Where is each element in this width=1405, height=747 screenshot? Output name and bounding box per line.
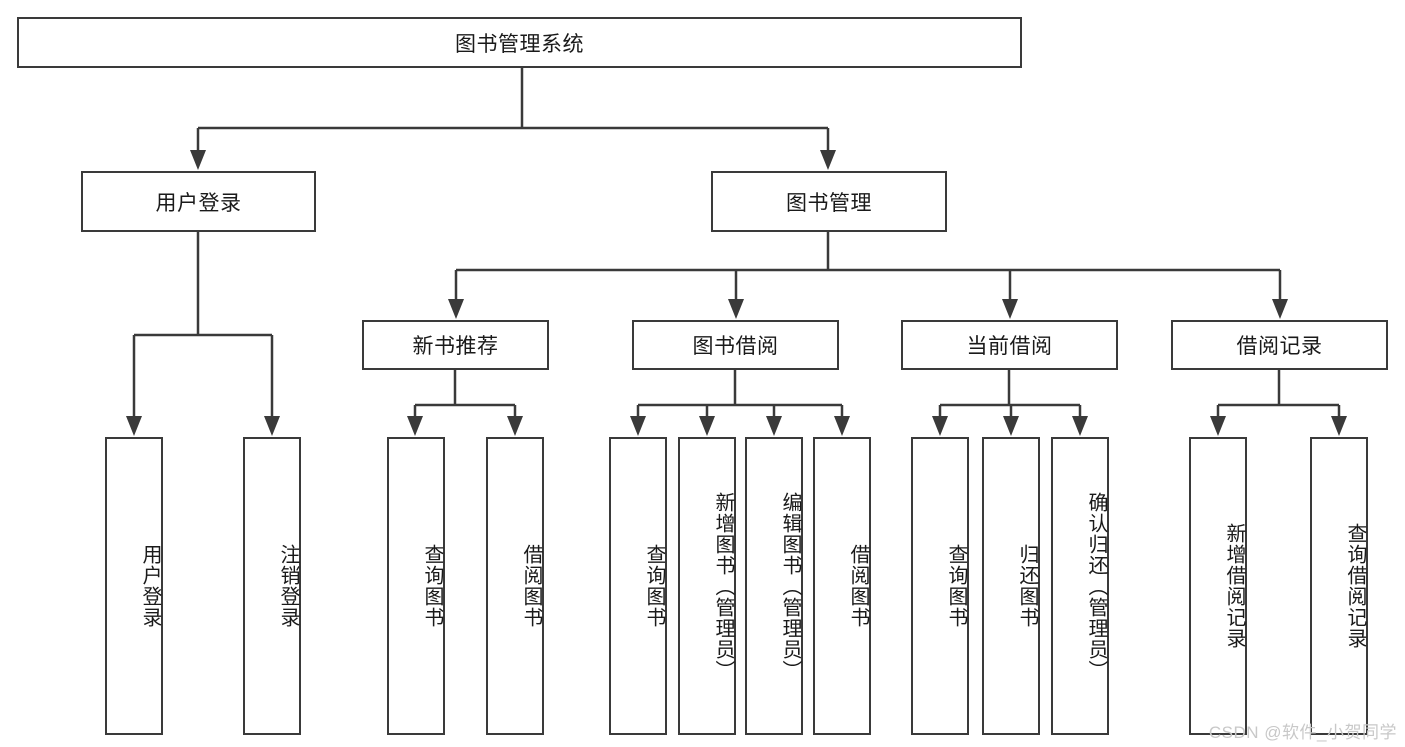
node-leaf-query-book-1: 查询图书 — [387, 437, 445, 735]
node-leaf-edit-book: 编辑图书（管理员） — [745, 437, 803, 735]
arrowhead — [630, 416, 646, 436]
node-label: 新书推荐 — [412, 335, 499, 358]
node-records: 借阅记录 — [1171, 320, 1388, 370]
node-leaf-return-book: 归还图书 — [982, 437, 1040, 735]
arrowhead — [507, 416, 523, 436]
node-leaf-borrow-book-2: 借阅图书 — [813, 437, 871, 735]
node-label: 查询借阅记录 — [1344, 523, 1366, 649]
node-leaf-user-login: 用户登录 — [105, 437, 163, 735]
arrowhead — [932, 416, 948, 436]
arrowhead — [264, 416, 280, 436]
arrowhead — [1002, 299, 1018, 319]
node-leaf-query-book-3: 查询图书 — [911, 437, 969, 735]
node-label: 借阅记录 — [1236, 335, 1323, 358]
arrowhead — [728, 299, 744, 319]
node-label: 图书管理系统 — [455, 32, 584, 56]
node-label: 借阅图书 — [520, 544, 542, 628]
node-current: 当前借阅 — [901, 320, 1118, 370]
arrowhead — [820, 150, 836, 170]
node-login: 用户登录 — [81, 171, 316, 232]
node-label: 查询图书 — [421, 544, 443, 628]
node-label: 查询图书 — [945, 544, 967, 628]
arrowhead — [699, 416, 715, 436]
arrowhead — [1003, 416, 1019, 436]
node-label: 编辑图书（管理员） — [779, 491, 801, 681]
arrowhead — [1331, 416, 1347, 436]
node-leaf-query-book-2: 查询图书 — [609, 437, 667, 735]
node-leaf-add-record: 新增借阅记录 — [1189, 437, 1247, 735]
node-label: 用户登录 — [139, 544, 161, 628]
node-label: 借阅图书 — [847, 544, 869, 628]
node-label: 当前借阅 — [966, 335, 1053, 358]
node-newbook: 新书推荐 — [362, 320, 549, 370]
node-leaf-add-book: 新增图书（管理员） — [678, 437, 736, 735]
arrowhead — [126, 416, 142, 436]
arrowhead — [834, 416, 850, 436]
arrowhead — [1072, 416, 1088, 436]
node-label: 归还图书 — [1016, 544, 1038, 628]
node-leaf-borrow-book-1: 借阅图书 — [486, 437, 544, 735]
arrowhead — [448, 299, 464, 319]
node-label: 新增借阅记录 — [1223, 523, 1245, 649]
watermark: CSDN @软件_小贺同学 — [1208, 723, 1397, 742]
node-leaf-confirm-return: 确认归还（管理员） — [1051, 437, 1109, 735]
node-leaf-query-record: 查询借阅记录 — [1310, 437, 1368, 735]
node-bookmgmt: 图书管理 — [711, 171, 947, 232]
arrowhead — [190, 150, 206, 170]
node-borrow: 图书借阅 — [632, 320, 839, 370]
node-label: 新增图书（管理员） — [712, 491, 734, 681]
arrowhead — [766, 416, 782, 436]
node-label: 图书管理 — [786, 191, 872, 215]
node-label: 确认归还（管理员） — [1085, 491, 1107, 681]
node-root: 图书管理系统 — [17, 17, 1022, 68]
arrowhead — [1272, 299, 1288, 319]
node-label: 注销登录 — [277, 544, 299, 628]
arrowhead — [1210, 416, 1226, 436]
node-leaf-logout: 注销登录 — [243, 437, 301, 735]
node-label: 用户登录 — [155, 191, 242, 215]
arrowhead — [407, 416, 423, 436]
node-label: 图书借阅 — [692, 335, 779, 358]
node-label: 查询图书 — [643, 544, 665, 628]
